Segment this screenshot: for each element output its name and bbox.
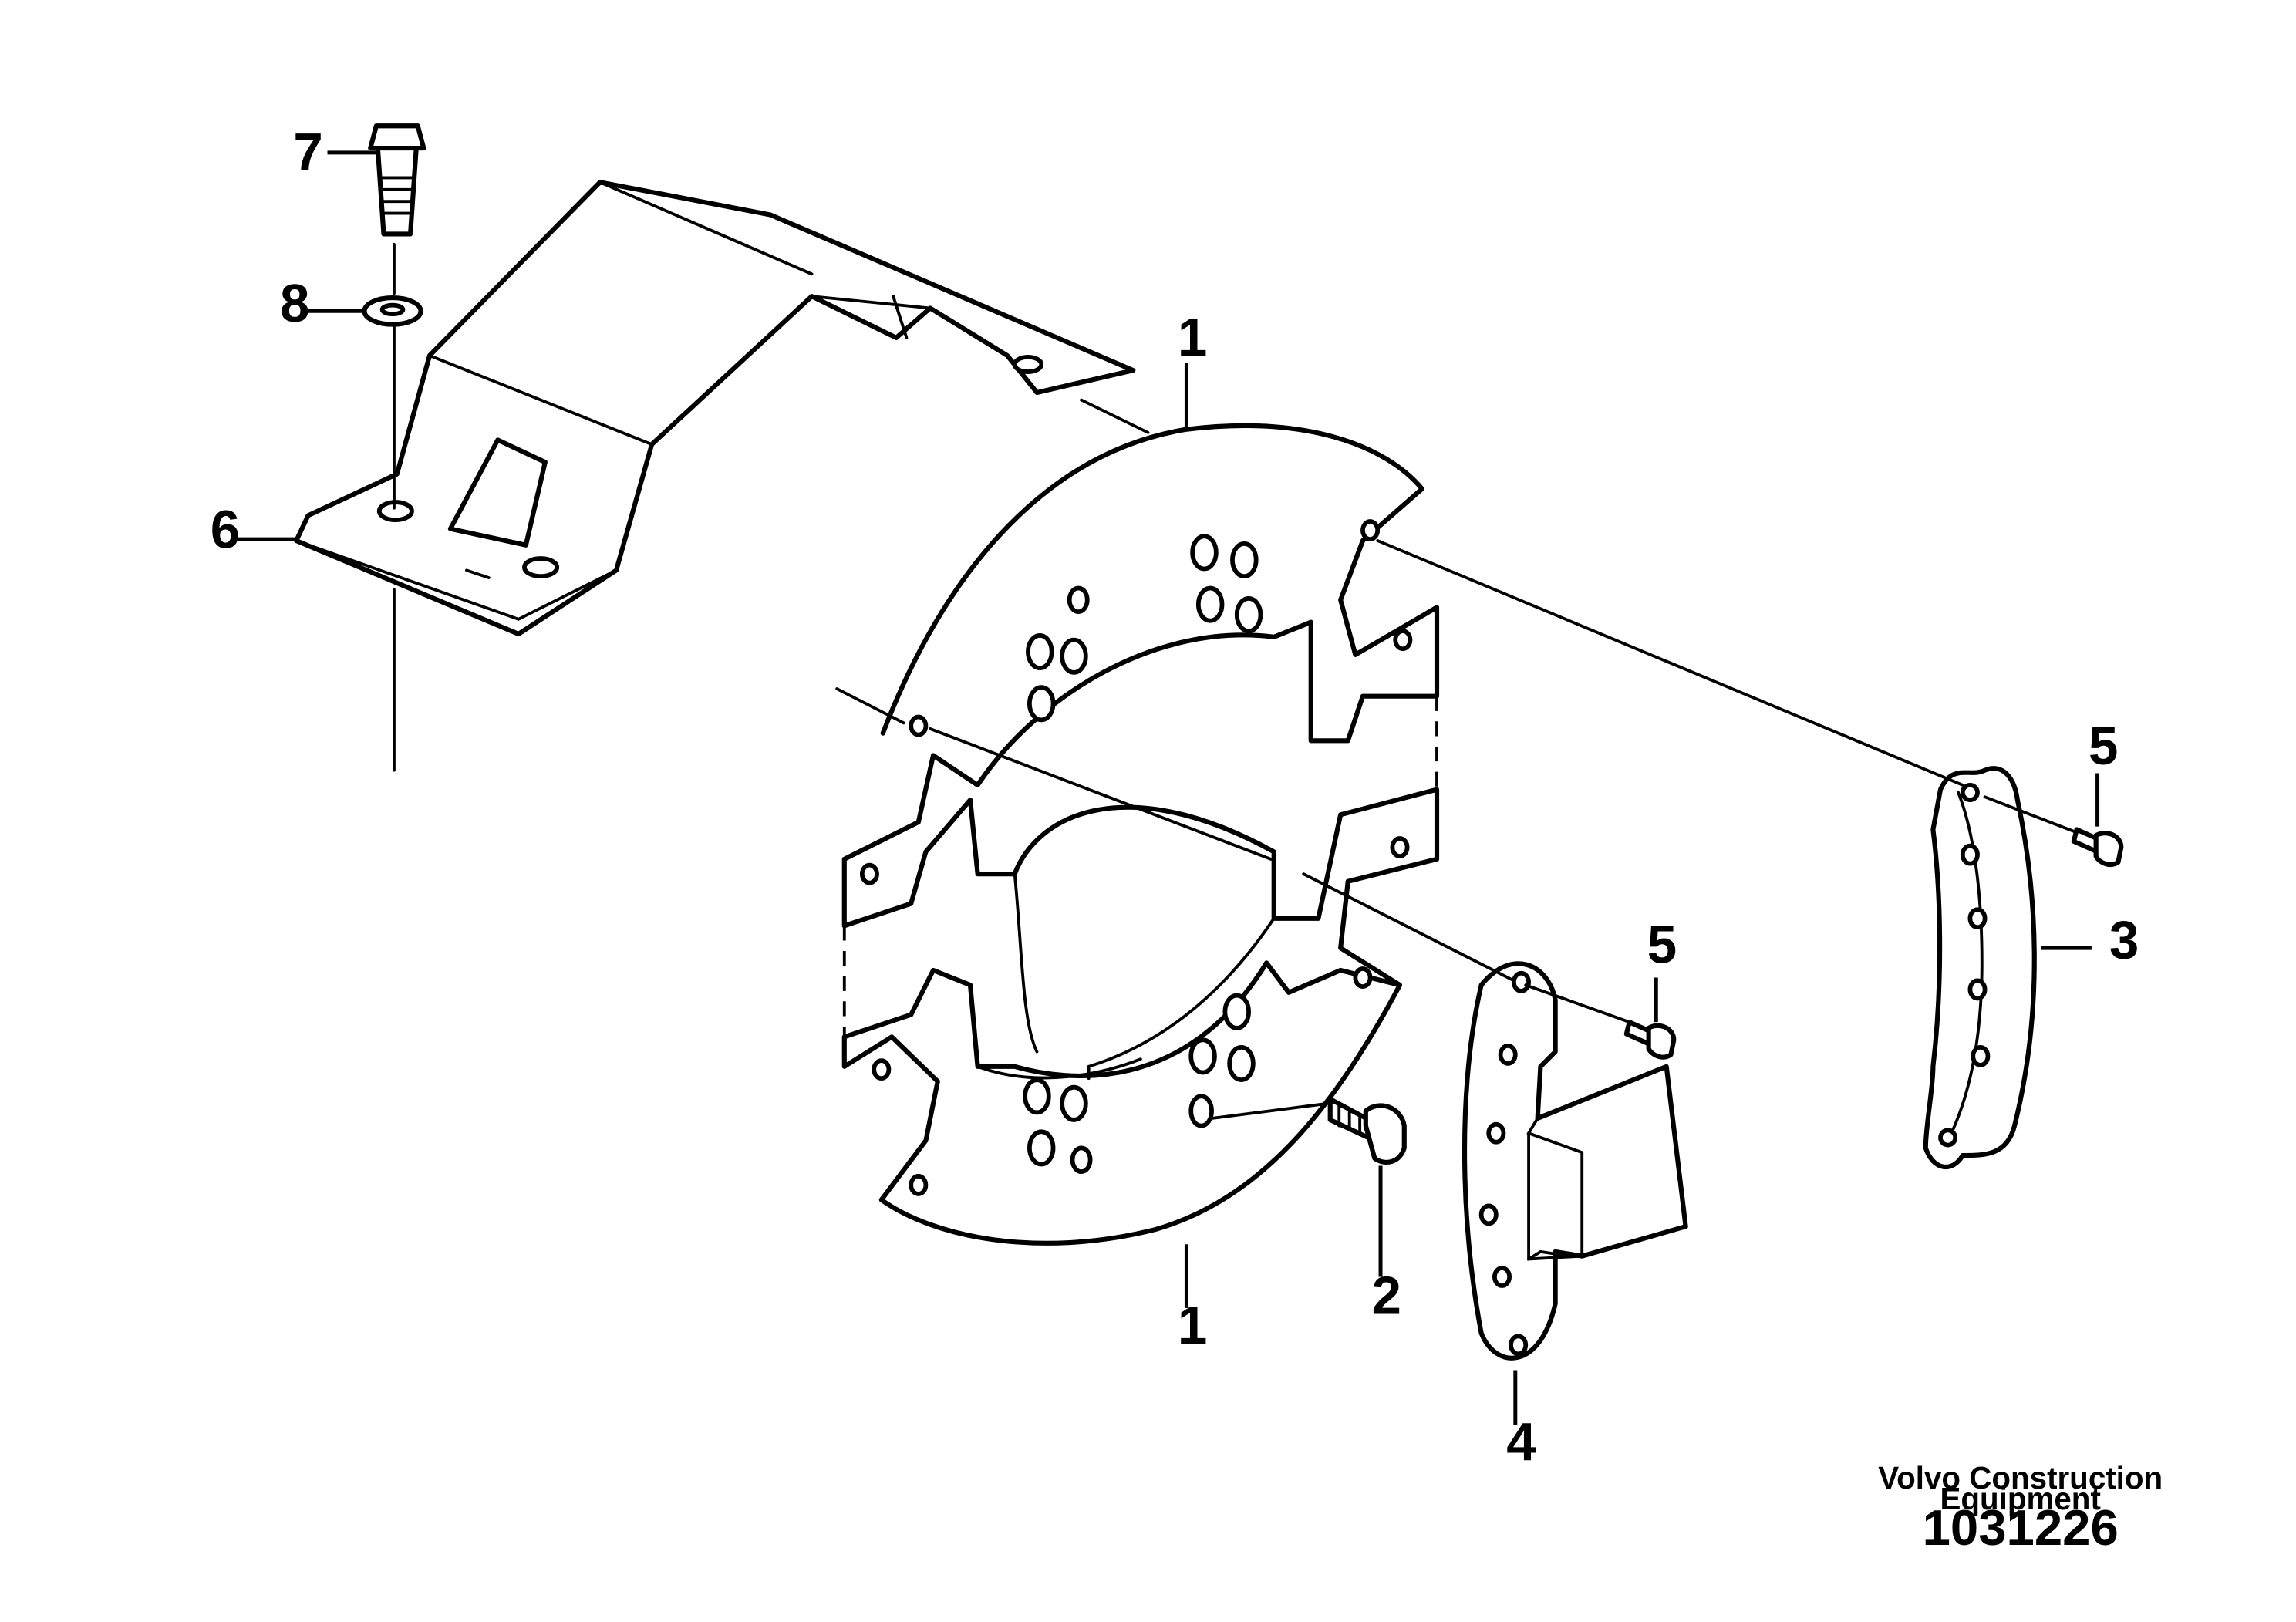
bolt-part-5-lower xyxy=(1623,1020,1677,1060)
brand-line-1: Volvo Construction xyxy=(1878,1460,2163,1496)
callout-1-bottom: 1 xyxy=(1178,1295,1207,1355)
callout-6: 6 xyxy=(211,500,240,560)
bolt-part-5-upper xyxy=(2071,827,2124,867)
document-number: 1031226 xyxy=(1923,1499,2119,1556)
bolt-part-2 xyxy=(1327,1096,1407,1165)
callout-labels: 7 8 6 1 1 2 4 5 5 3 xyxy=(211,122,2139,1472)
curved-strip-part-3 xyxy=(1923,766,2037,1169)
bolt-part-7 xyxy=(368,123,426,237)
leader-lines xyxy=(235,150,2100,1425)
washer-part-8 xyxy=(362,295,423,327)
callout-7: 7 xyxy=(293,122,322,182)
callout-5-lower: 5 xyxy=(1647,914,1677,974)
clamp-plate-part-4 xyxy=(1462,961,1688,1361)
title-block: Volvo Construction Equipment 1031226 xyxy=(1878,1460,2163,1556)
callout-1-top: 1 xyxy=(1178,307,1207,367)
brand-line-2: Equipment xyxy=(1940,1481,2101,1516)
callout-5-upper: 5 xyxy=(2089,716,2118,776)
callout-4: 4 xyxy=(1506,1412,1536,1472)
callout-3: 3 xyxy=(2109,910,2139,970)
plate-part-1 xyxy=(841,423,1440,1246)
callout-2: 2 xyxy=(1372,1266,1401,1326)
callout-8: 8 xyxy=(280,273,309,333)
assembly-axis-lines xyxy=(835,398,2079,1120)
bracket-part-6 xyxy=(294,180,1136,637)
